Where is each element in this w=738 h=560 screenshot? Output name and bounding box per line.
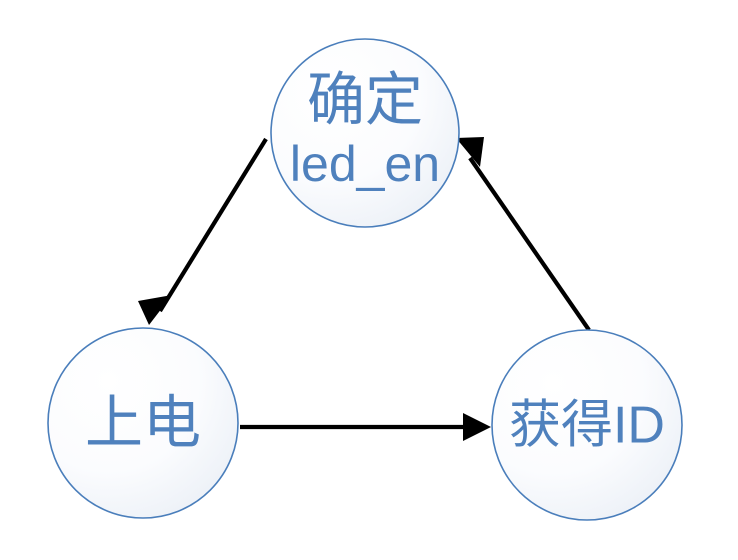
edge-line <box>468 156 591 332</box>
edge-line <box>158 137 268 313</box>
node-shape[interactable] <box>47 327 239 519</box>
node-label-primary: 获得ID <box>509 397 665 455</box>
edge-get-id-to-confirm <box>456 137 591 332</box>
node-power-on[interactable]: 上电 <box>47 327 239 519</box>
edge-power-on-to-get-id <box>240 413 491 441</box>
edge-confirm-to-power-on <box>138 137 268 325</box>
node-shape[interactable] <box>491 329 683 521</box>
node-get-id[interactable]: 获得ID <box>491 329 683 521</box>
node-label-secondary: led_en <box>290 136 440 192</box>
arrowhead-icon <box>138 295 172 325</box>
arrowhead-icon <box>456 137 484 167</box>
node-shape[interactable] <box>270 38 460 228</box>
node-label-primary: 上电 <box>85 390 201 455</box>
arrowhead-icon <box>463 413 491 441</box>
node-label-primary: 确定 <box>307 67 423 132</box>
node-confirm[interactable]: 确定 led_en <box>270 38 460 228</box>
